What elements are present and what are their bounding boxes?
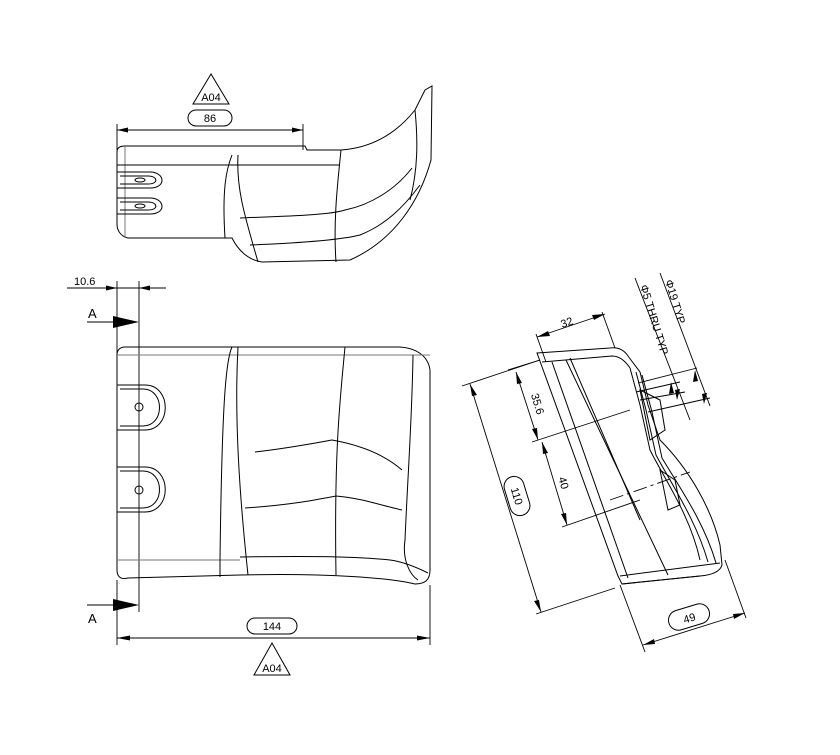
dimension-35-6: 35.6: [507, 359, 631, 443]
dimension-value: 35.6: [528, 392, 546, 416]
dimension-value: 32: [559, 315, 574, 330]
dimension-86: 86: [116, 109, 304, 150]
dimension-value: 49: [682, 611, 697, 626]
dimension-value: 86: [204, 113, 216, 125]
dimension-144: 144: [116, 580, 431, 645]
dimension-32: 32: [535, 311, 616, 363]
part-section-outline: [536, 347, 723, 585]
section-label: A: [88, 306, 97, 321]
part-top-outline: [116, 85, 433, 263]
section-marker-top: A: [87, 306, 139, 328]
hole-note-counterbore: Φ19 TYP: [662, 278, 687, 325]
dimension-value: 144: [263, 621, 281, 633]
part-front-outline: [116, 346, 431, 585]
section-marker-bottom: A: [87, 599, 139, 626]
front-view: 10.6 A A: [67, 276, 431, 676]
dimension-40: 40: [541, 441, 691, 528]
datum-triangle-top: A04: [192, 73, 230, 105]
datum-triangle-bottom: A04: [253, 641, 291, 676]
dimension-value: 40: [555, 476, 570, 491]
dimension-10-6: 10.6: [67, 276, 166, 612]
datum-label: A04: [201, 92, 221, 104]
section-view: 32 110 35.6 40: [461, 272, 747, 653]
hole-note-thru: Φ5 THRU TYP: [637, 283, 670, 356]
dimension-110: 110: [461, 359, 616, 615]
section-label: A: [88, 611, 97, 626]
dimension-49: 49: [619, 559, 747, 653]
datum-label: A04: [262, 663, 282, 675]
dimension-value: 10.6: [74, 276, 95, 288]
top-view: A04 86: [116, 73, 433, 263]
dimension-value: 110: [508, 486, 525, 506]
